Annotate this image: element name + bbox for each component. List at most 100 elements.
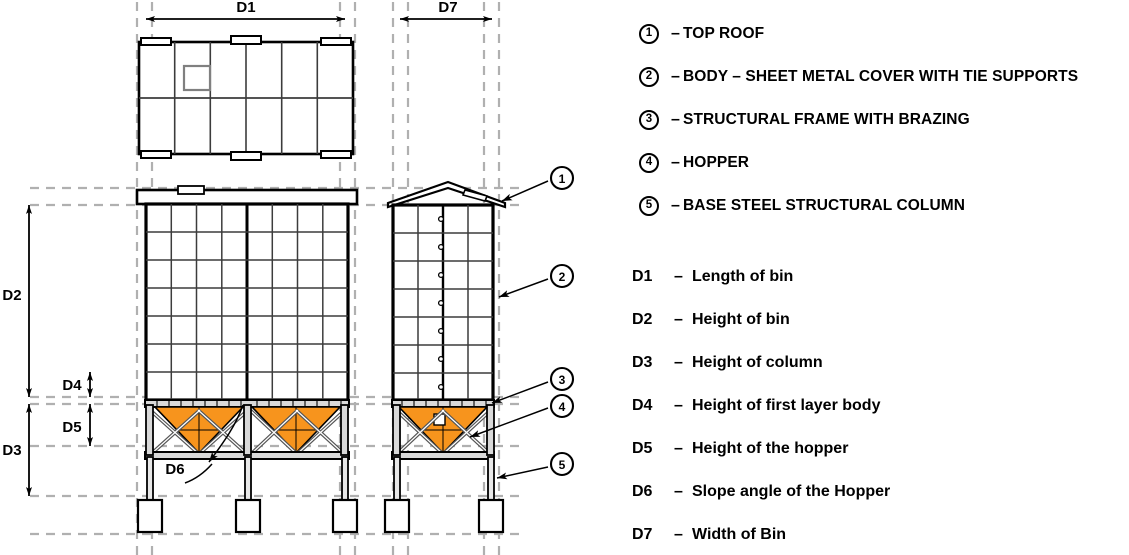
legend-2-dash: – [671,67,680,85]
dimension-item-d6: D6 – Slope angle of the Hopper [632,470,1129,513]
legend-5-text: BASE STEEL STRUCTURAL COLUMN [683,196,966,214]
legend-4-bubble: 4 [632,152,666,173]
dimension-d1-dash: – [674,267,683,285]
d4-label: D4 [62,377,82,394]
d7-label: D7 [438,0,457,16]
side-body-grid-horizontal [393,232,493,374]
dimension-d7-dash: – [674,525,683,543]
callout-2-label: 2 [559,270,566,284]
legend-3-text: STRUCTURAL FRAME WITH BRAZING [683,110,970,128]
dimension-d4-code: D4 [632,396,653,414]
dimension-d6-code: D6 [632,482,653,500]
front-elevation [135,185,359,534]
legend-3-dash: – [671,110,680,128]
dimension-d7-desc: Width of Bin [692,525,787,543]
dimension-d5-code: D5 [632,439,653,457]
dimension-d4: D4 [62,372,93,397]
dimension-d1: D1 [146,0,345,22]
callout-3-label: 3 [559,373,566,387]
front-body-grid-vertical [170,204,324,400]
dimension-item-d4: D4 – Height of first layer body [632,384,1129,427]
callout-bubble-2[interactable]: 2 [549,263,575,289]
side-bolt-markers [437,215,445,391]
dimension-item-d5: D5 – Height of the hopper [632,427,1129,470]
dimension-item-d2: D2 – Height of bin [632,298,1129,341]
dimension-d2: D2 [2,205,32,397]
legend-5-dash: – [671,196,680,214]
dimension-d6-desc: Slope angle of the Hopper [692,482,891,500]
side-roof-hatch [461,189,489,202]
dimension-d3: D3 [2,404,32,496]
dimension-d5-dash: – [674,439,683,457]
callout-1-label: 1 [559,172,566,186]
callout-leaders [469,180,549,480]
d5-label: D5 [62,419,81,436]
callout-bubble-4[interactable]: 4 [549,393,575,419]
callout-bubble-1[interactable]: 1 [549,165,575,191]
dimension-item-d7: D7 – Width of Bin [632,513,1129,555]
legend-item-4: 4 – HOPPER [632,141,1129,184]
legend-5-bubble: 5 [632,195,666,216]
legend-item-5: 5 – BASE STEEL STRUCTURAL COLUMN [632,184,1129,227]
dimension-d6: D6 [165,404,244,484]
legend-1-dash: – [671,24,680,42]
side-hopper-bottom-beam [391,451,495,460]
side-body-grid-vertical [417,205,469,400]
legend-2-number: 2 [639,66,659,87]
front-roof-hatch [177,185,205,195]
dimension-d6-dash: – [674,482,683,500]
parts-legend: 1 – TOP ROOF 2 – BODY – SHEET METAL COVE… [632,12,1129,547]
dimension-d1-desc: Length of bin [692,267,794,285]
dimension-d2-code: D2 [632,310,653,328]
legend-4-dash: – [671,153,680,171]
d1-label: D1 [236,0,255,16]
front-hopper-right-lines [274,407,318,453]
legend-4-number: 4 [639,152,659,173]
legend-item-1: 1 – TOP ROOF [632,12,1129,55]
callout-4-label: 4 [559,400,566,414]
dimension-key: D1 – Length of bin D2 – Height of bin D3… [632,255,1129,555]
side-roof [386,180,507,209]
legend-1-number: 1 [639,23,659,44]
dimension-d1-code: D1 [632,267,653,285]
side-beam-ticks [401,400,487,407]
front-footings [136,498,359,534]
legend-2-text: BODY – SHEET METAL COVER WITH TIE SUPPOR… [683,67,1079,85]
callout-bubble-5[interactable]: 5 [549,451,575,477]
d3-label: D3 [2,442,21,459]
d6-label: D6 [165,461,184,478]
side-footings [383,498,505,534]
dimension-d4-desc: Height of first layer body [692,396,881,414]
legend-3-bubble: 3 [632,109,666,130]
side-hopper-top-beam [391,399,495,408]
front-hopper-posts [145,404,349,456]
front-body-grid-horizontal [146,231,348,373]
dimension-d5: D5 [62,404,93,446]
front-hopper-left-lines [177,407,221,453]
top-plan-view [137,35,355,161]
legend-4-text: HOPPER [683,153,750,171]
legend-item-2: 2 – BODY – SHEET METAL COVER WITH TIE SU… [632,55,1129,98]
legend-5-number: 5 [639,195,659,216]
dimension-d4-dash: – [674,396,683,414]
d2-label: D2 [2,287,21,304]
dimension-d2-desc: Height of bin [692,310,790,328]
callout-bubble-3[interactable]: 3 [549,366,575,392]
dimension-item-d3: D3 – Height of column [632,341,1129,384]
legend-1-text: TOP ROOF [683,24,765,42]
dimension-d3-desc: Height of column [692,353,823,371]
legend-3-number: 3 [639,109,659,130]
side-elevation [383,180,507,534]
dimension-d3-code: D3 [632,353,653,371]
dimension-d7-code: D7 [632,525,653,543]
front-roof [135,188,359,206]
dimension-item-d1: D1 – Length of bin [632,255,1129,298]
front-hopper-bracing-highlight [149,409,346,456]
side-hopper-bracing-highlight [395,409,492,456]
callout-5-label: 5 [559,458,566,472]
dimension-d2-dash: – [674,310,683,328]
dimension-d7: D7 [400,0,492,22]
dimension-d5-desc: Height of the hopper [692,439,849,457]
